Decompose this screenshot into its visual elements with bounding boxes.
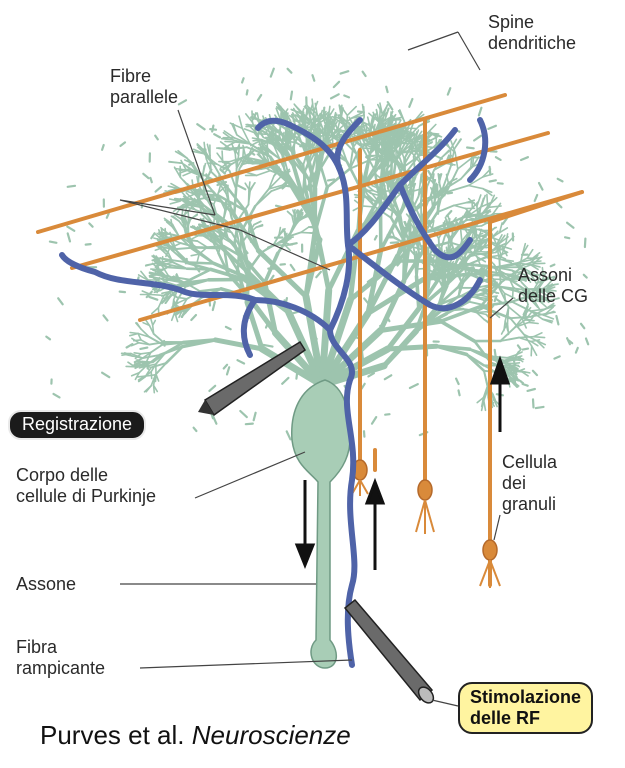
corpo-line1: Corpo delle bbox=[16, 465, 156, 486]
cellula-line3: granuli bbox=[502, 494, 557, 515]
cellula-line2: dei bbox=[502, 473, 557, 494]
credit-title: Neuroscienze bbox=[192, 720, 351, 750]
label-corpo-purkinje: Corpo delle cellule di Purkinje bbox=[16, 465, 156, 507]
cellula-line1: Cellula bbox=[502, 452, 557, 473]
spine-line2: dendritiche bbox=[488, 33, 576, 54]
stimolazione-line1: Stimolazione bbox=[470, 687, 581, 708]
spine-line1: Spine bbox=[488, 12, 576, 33]
source-credit: Purves et al. Neuroscienze bbox=[40, 720, 351, 751]
credit-authors: Purves et al. bbox=[40, 720, 185, 750]
stimolazione-badge: Stimolazione delle RF bbox=[458, 682, 593, 734]
stimolazione-line2: delle RF bbox=[470, 708, 581, 729]
corpo-line2: cellule di Purkinje bbox=[16, 486, 156, 507]
label-assoni-cg: Assoni delle CG bbox=[518, 265, 588, 307]
registrazione-badge: Registrazione bbox=[8, 410, 146, 440]
fibre-line1: Fibre bbox=[110, 66, 178, 87]
purkinje-soma bbox=[292, 380, 351, 668]
label-assone: Assone bbox=[16, 574, 76, 595]
fibra-line1: Fibra bbox=[16, 637, 105, 658]
stimulation-electrode bbox=[345, 600, 436, 706]
fibre-line2: parallele bbox=[110, 87, 178, 108]
label-cellula-granuli: Cellula dei granuli bbox=[502, 452, 557, 515]
assoni-line1: Assoni bbox=[518, 265, 588, 286]
fibra-line2: rampicante bbox=[16, 658, 105, 679]
label-spine-dendritiche: Spine dendritiche bbox=[488, 12, 576, 54]
label-fibre-parallele: Fibre parallele bbox=[110, 66, 178, 108]
label-fibra-rampicante: Fibra rampicante bbox=[16, 637, 105, 679]
assoni-line2: delle CG bbox=[518, 286, 588, 307]
